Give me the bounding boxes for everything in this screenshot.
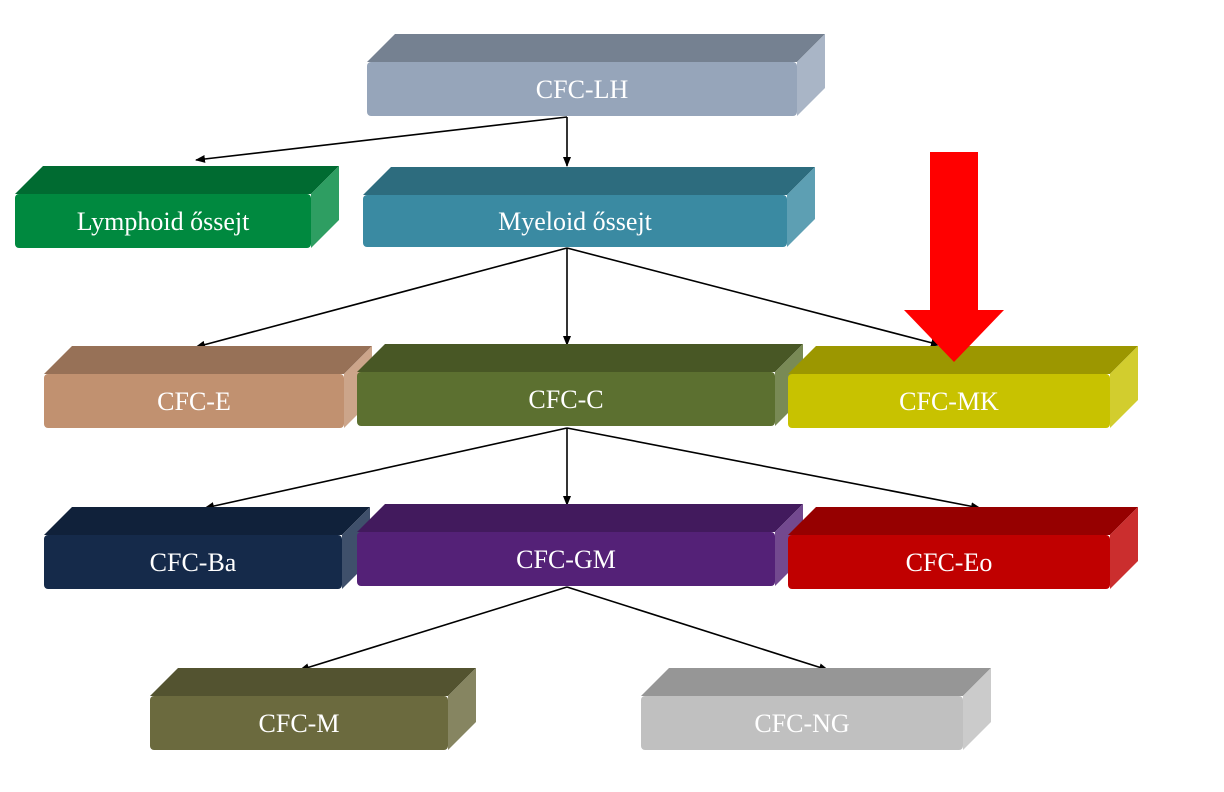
node-label: Myeloid őssejt — [498, 207, 653, 236]
node-side-face — [1110, 507, 1138, 589]
node-side-face — [797, 34, 825, 116]
edge-cfc_lh-to-lymphoid — [195, 116, 568, 163]
node-top-face — [44, 346, 372, 374]
node-top-face — [44, 507, 370, 535]
node-front-face — [641, 696, 963, 750]
node-top-face — [363, 167, 815, 195]
node-lymphoid: Lymphoid őssejt — [15, 166, 339, 248]
edge-myeloid-to-cfc_mk — [566, 247, 941, 347]
node-cfc-mk: CFC-MK — [788, 346, 1138, 428]
node-side-face — [963, 668, 991, 750]
node-front-face — [357, 532, 775, 586]
node-front-face — [788, 374, 1110, 428]
node-label: CFC-E — [157, 387, 231, 416]
node-side-face — [311, 166, 339, 248]
nodes-layer: CFC-LH Lymphoid őssejt Myeloid őssejtCFC-E… — [15, 34, 1138, 750]
node-label: CFC-Eo — [906, 548, 993, 577]
node-label: CFC-Ba — [150, 548, 237, 577]
node-top-face — [788, 346, 1138, 374]
node-front-face — [357, 372, 775, 426]
node-top-face — [15, 166, 339, 194]
node-label: CFC-LH — [536, 75, 629, 104]
node-label: CFC-C — [528, 385, 603, 414]
node-front-face — [44, 535, 342, 589]
node-cfc-eo: CFC-Eo — [788, 507, 1138, 589]
node-label: CFC-M — [259, 709, 340, 738]
node-top-face — [641, 668, 991, 696]
highlight-down-arrow-icon — [904, 152, 1004, 362]
node-myeloid: Myeloid őssejt — [363, 167, 815, 247]
node-cfc-ng: CFC-NG — [641, 668, 991, 750]
node-side-face — [787, 167, 815, 247]
node-cfc-ba: CFC-Ba — [44, 507, 370, 589]
edge-cfc_gm-to-cfc_m — [299, 586, 568, 672]
node-label: CFC-NG — [754, 709, 849, 738]
node-label: Lymphoid őssejt — [77, 207, 250, 236]
edge-cfc_c-to-cfc_eo — [566, 427, 981, 511]
node-cfc-m: CFC-M — [150, 668, 476, 750]
node-cfc-lh: CFC-LH — [367, 34, 825, 116]
node-top-face — [367, 34, 825, 62]
highlight-layer — [904, 152, 1004, 362]
node-label: CFC-GM — [516, 545, 616, 574]
node-top-face — [788, 507, 1138, 535]
edge-myeloid-to-cfc_e — [195, 247, 568, 349]
node-cfc-c: CFC-C — [357, 344, 803, 426]
node-cfc-gm: CFC-GM — [357, 504, 803, 586]
edge-cfc_c-to-cfc_ba — [204, 427, 568, 510]
node-front-face — [150, 696, 448, 750]
node-front-face — [788, 535, 1110, 589]
edges-layer — [195, 116, 981, 672]
node-top-face — [357, 504, 803, 532]
node-side-face — [1110, 346, 1138, 428]
node-front-face — [363, 195, 787, 247]
node-label: CFC-MK — [899, 387, 999, 416]
node-cfc-e: CFC-E — [44, 346, 372, 428]
node-side-face — [448, 668, 476, 750]
node-front-face — [44, 374, 344, 428]
edge-cfc_gm-to-cfc_ng — [566, 586, 829, 672]
node-front-face — [15, 194, 311, 248]
node-front-face — [367, 62, 797, 116]
node-top-face — [357, 344, 803, 372]
node-top-face — [150, 668, 476, 696]
